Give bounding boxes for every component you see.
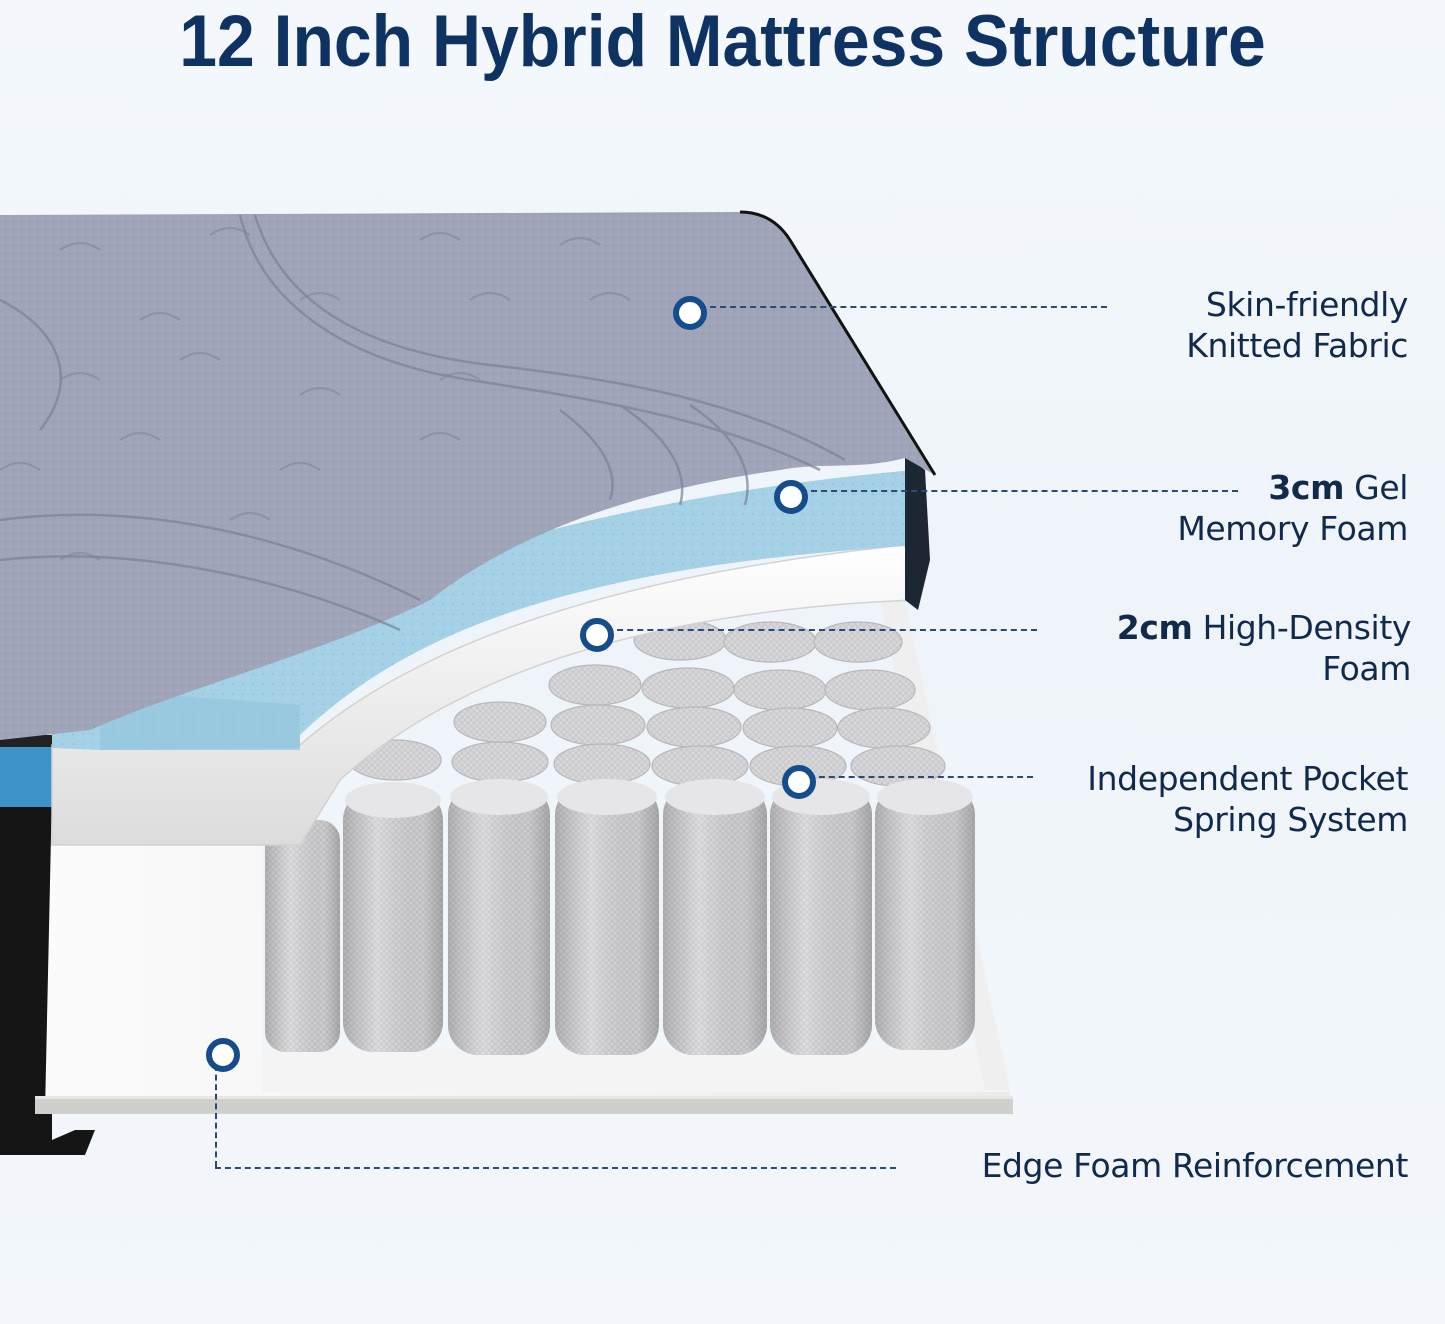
label-gel-foam-thickness: 3cm xyxy=(1268,468,1345,507)
hotspot-ring-icon xyxy=(206,1038,240,1072)
label-hd-foam-thickness: 2cm xyxy=(1116,608,1193,647)
label-gel-foam-line1: 3cm Gel xyxy=(1177,467,1408,508)
hotspot-ring-icon xyxy=(782,765,816,799)
label-fabric: Skin-friendly Knitted Fabric xyxy=(1186,284,1408,366)
label-gel-foam: 3cm Gel Memory Foam xyxy=(1177,467,1408,549)
leader-line-fabric xyxy=(700,306,1107,308)
label-hd-foam-name: High-Density xyxy=(1192,608,1412,647)
hotspot-ring-icon xyxy=(774,480,808,514)
label-fabric-line1: Skin-friendly xyxy=(1205,285,1408,324)
label-hd-foam-line1: 2cm High-Density xyxy=(1116,607,1412,648)
leader-line-springs xyxy=(809,776,1033,778)
hotspot-ring-icon xyxy=(673,296,707,330)
leader-line-gel-foam xyxy=(801,490,1238,492)
leader-line-hd-foam xyxy=(607,629,1037,631)
label-gel-foam-line2: Memory Foam xyxy=(1177,509,1408,548)
label-springs: Independent Pocket Spring System xyxy=(1087,758,1408,840)
hotspot-ring-icon xyxy=(580,618,614,652)
leader-line-edge-foam-vertical xyxy=(215,1065,217,1167)
leader-line-edge-foam-horizontal xyxy=(215,1167,896,1169)
label-gel-foam-name: Gel xyxy=(1344,468,1408,507)
label-springs-line2: Spring System xyxy=(1173,800,1408,839)
label-hd-foam-line2: Foam xyxy=(1322,649,1411,688)
page-title: 12 Inch Hybrid Mattress Structure xyxy=(179,1,1266,82)
label-hd-foam: 2cm High-Density Foam xyxy=(1116,607,1412,689)
label-edge-foam-line1: Edge Foam Reinforcement xyxy=(981,1146,1409,1185)
spring-columns xyxy=(265,779,975,1055)
label-springs-line1: Independent Pocket xyxy=(1087,759,1408,798)
label-fabric-line2: Knitted Fabric xyxy=(1186,326,1408,365)
label-edge-foam: Edge Foam Reinforcement xyxy=(981,1145,1409,1186)
